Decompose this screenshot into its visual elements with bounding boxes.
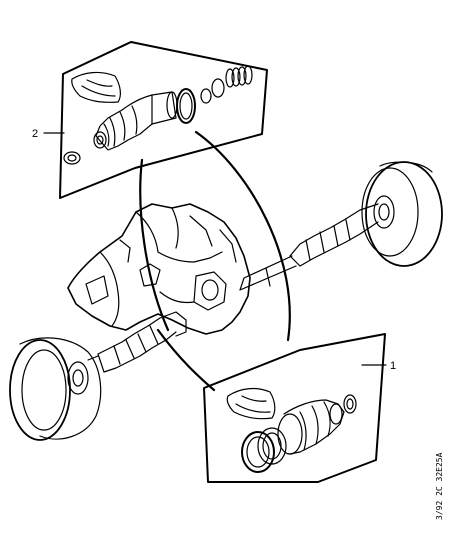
grease-sachet-icon (71, 71, 121, 103)
grease-sachet-icon (226, 387, 276, 420)
cv-boot-icon (93, 91, 178, 151)
right-driveshaft (239, 203, 379, 291)
left-driveshaft (97, 311, 187, 373)
lower-kit-panel (203, 333, 386, 483)
upper-connector-line-right (194, 130, 291, 342)
clamp-ring-icon (241, 427, 287, 473)
o-ring-icon (176, 88, 196, 124)
upper-connector-line (139, 158, 170, 332)
left-wheel-hub (9, 337, 102, 441)
small-ring-icon (200, 88, 212, 104)
reference-code: 3/92 2C 32E25A (435, 452, 444, 520)
seal-ring-icon (63, 151, 81, 165)
gearbox-housing (67, 203, 251, 335)
callout-1-label: 1 (390, 360, 396, 372)
cv-boot-icon (277, 399, 345, 455)
seal-ring-icon (343, 394, 357, 414)
retaining-spring-icon (225, 65, 253, 88)
upper-kit-panel (59, 41, 268, 199)
right-wheel-hub (361, 161, 443, 267)
callout-2-label: 2 (32, 128, 38, 140)
washer-icon (211, 78, 225, 98)
